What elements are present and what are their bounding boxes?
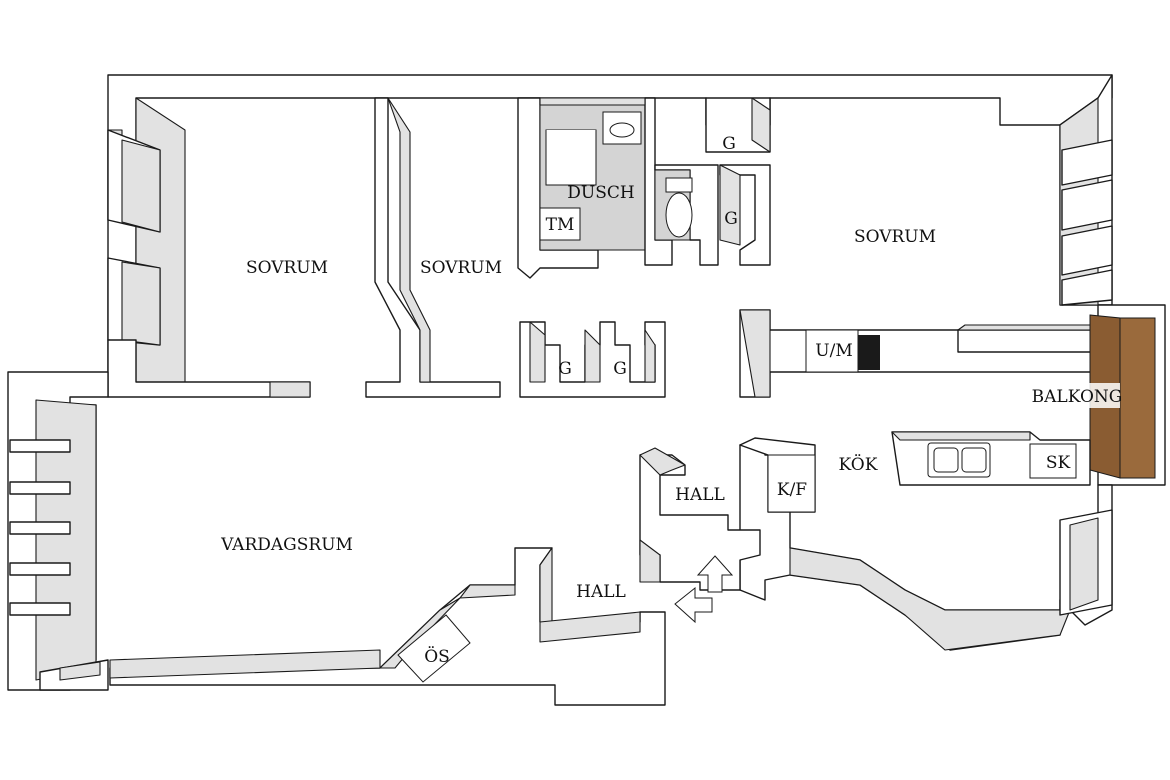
label-sovrum-middle: SOVRUM bbox=[420, 258, 502, 278]
label-um: U/M bbox=[815, 341, 852, 361]
bathroom-block bbox=[517, 97, 673, 279]
right-bedroom-wall bbox=[1059, 74, 1113, 306]
corridor-closets bbox=[519, 321, 666, 398]
label-tm: TM bbox=[546, 215, 575, 235]
kitchen-sink-counter bbox=[891, 431, 1091, 486]
washing-machine-box bbox=[539, 207, 581, 241]
label-g-closet-3: G bbox=[558, 359, 572, 379]
toilet-tank bbox=[665, 177, 693, 193]
entrance-arrows bbox=[674, 555, 734, 624]
label-dusch: DUSCH bbox=[567, 183, 634, 203]
os-box bbox=[397, 614, 471, 683]
kf-box bbox=[767, 454, 816, 513]
lower-outer-wall bbox=[109, 547, 666, 706]
label-sovrum-right: SOVRUM bbox=[854, 227, 936, 247]
label-sk: SK bbox=[1046, 453, 1071, 473]
label-g-closet-2: G bbox=[724, 209, 738, 229]
bedroom-divider-wall bbox=[365, 97, 501, 398]
label-balkong: BALKONG bbox=[1032, 387, 1123, 407]
sink bbox=[602, 111, 642, 145]
label-g-closet-4: G bbox=[613, 359, 627, 379]
toilet-room bbox=[654, 164, 719, 266]
left-bedroom-windows bbox=[107, 129, 161, 346]
label-sovrum-left: SOVRUM bbox=[246, 258, 328, 278]
label-hall-upper: HALL bbox=[675, 485, 725, 505]
hall-walls bbox=[639, 447, 761, 591]
stove bbox=[858, 335, 880, 370]
toilet-bowl bbox=[665, 192, 693, 238]
um-box bbox=[805, 329, 859, 373]
label-kf: K/F bbox=[777, 480, 807, 500]
fridge-block bbox=[739, 437, 816, 513]
kitchen-upper-counter bbox=[739, 309, 1113, 398]
closets-top-right bbox=[705, 97, 771, 266]
sk-box bbox=[1029, 443, 1077, 479]
label-g-closet-1: G bbox=[722, 134, 736, 154]
label-hall-lower: HALL bbox=[576, 582, 626, 602]
label-kok: KÖK bbox=[839, 454, 878, 475]
label-vardagsrum: VARDAGSRUM bbox=[220, 535, 353, 555]
balcony bbox=[1030, 304, 1166, 486]
label-os: ÖS bbox=[424, 646, 450, 667]
living-room-left-wall bbox=[7, 371, 109, 691]
